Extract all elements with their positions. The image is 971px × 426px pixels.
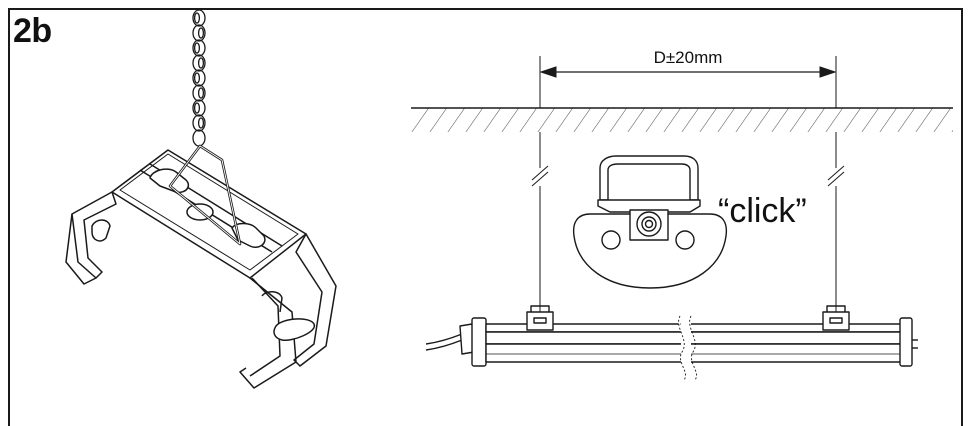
suspension-wires [531, 132, 845, 314]
dimension-label: D±20mm [654, 48, 723, 67]
dimension-line [539, 56, 837, 108]
mounting-bracket-icon [65, 144, 337, 389]
clip-detail-icon [572, 155, 728, 289]
figure-frame [8, 8, 963, 426]
linear-luminaire-icon [425, 305, 918, 381]
click-label: “click” [718, 192, 807, 230]
step-label: 2b [13, 12, 52, 50]
hanging-chain-icon [192, 9, 206, 147]
ceiling-hatch-icon [411, 107, 953, 132]
